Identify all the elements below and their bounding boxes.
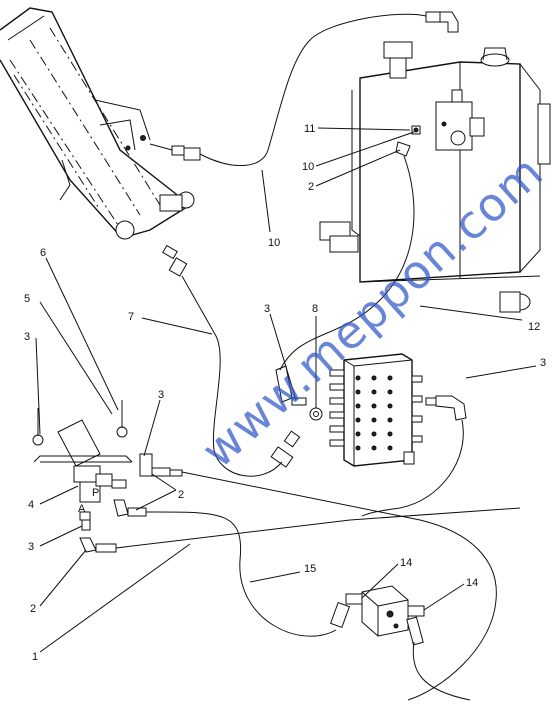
bottom-valve: [329, 585, 425, 646]
port-label-p: P: [92, 487, 99, 499]
callout-6: 6: [40, 247, 46, 259]
tank-side-fittings: [395, 89, 463, 157]
callout-3-bottom: 3: [28, 541, 34, 553]
valve-left-fitting: [275, 365, 307, 406]
callout-3-valve-left: 3: [264, 303, 270, 315]
control-valve-block: [329, 353, 423, 467]
valve-right-elbow: [425, 395, 467, 421]
callout-2-tank: 2: [308, 181, 314, 193]
callout-labels: 10 11 10 10 2 12 7 8 3 3 6 5 3 3 2 4 3 2…: [24, 123, 546, 663]
hose-7-fitting: [270, 430, 301, 468]
callout-2-bottom: 2: [30, 603, 36, 615]
valve-right-ports: [403, 375, 423, 465]
callout-3-pedal: 3: [24, 331, 30, 343]
callout-5: 5: [24, 293, 30, 305]
callout-7: 7: [128, 311, 134, 323]
pedal-bracket-fittings: [113, 453, 183, 517]
callout-14-right: 14: [466, 577, 478, 589]
callout-12: 12: [528, 321, 540, 333]
bottom-left-fittings: [79, 537, 117, 553]
valve-spools: [355, 375, 393, 451]
pedal-valve-assembly: [32, 400, 133, 531]
arm-fitting-7: [162, 244, 188, 277]
callout-11: 11: [304, 123, 315, 135]
callout-4: 4: [28, 499, 34, 511]
watermark-text: www.meppon.com: [191, 144, 553, 478]
fitting-8-inner: [313, 411, 319, 417]
arm-fitting-9: [149, 143, 201, 161]
callout-10-visible: 10: [302, 161, 314, 173]
tank-top-fitting: [425, 11, 459, 33]
arm-assembly: [0, 7, 195, 240]
callout-8: 8: [312, 303, 318, 315]
valve-left-ports: [329, 369, 345, 447]
callout-9: 10: [268, 237, 280, 249]
port-label-a: A: [78, 503, 86, 515]
callout-2-bracket: 2: [178, 489, 184, 501]
callout-3-bracket: 3: [158, 389, 164, 401]
leader-lines: [35, 127, 537, 653]
callout-3-valve-right: 3: [540, 357, 546, 369]
callout-1: 1: [32, 651, 38, 663]
hose-lines: [115, 13, 521, 701]
callout-15: 15: [304, 563, 316, 575]
callout-14-left: 14: [400, 557, 412, 569]
